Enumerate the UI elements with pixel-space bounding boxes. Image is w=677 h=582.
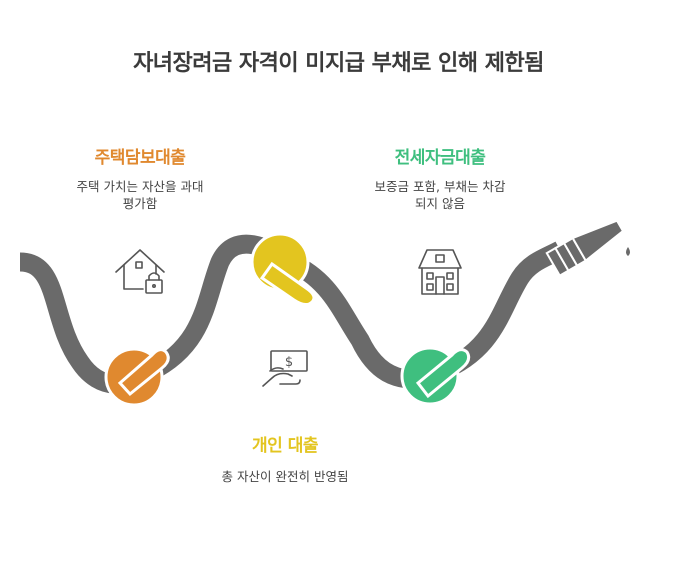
hand-money-icon: $ (262, 350, 308, 387)
mortgage-heading: 주택담보대출 (94, 148, 186, 168)
personal-heading: 개인 대출 (252, 436, 318, 456)
mortgage-knot (104, 347, 170, 407)
page-title: 자녀장려금 자격이 미지급 부채로 인해 제한됨 (133, 51, 544, 76)
building-icon (418, 249, 462, 295)
mortgage-description: 주택 가치는 자산을 과대 평가함 (76, 179, 204, 211)
house-lock-icon (115, 249, 165, 294)
hose-nozzle-icon (545, 219, 630, 277)
personal-knot (250, 232, 316, 307)
jeonse-description: 보증금 포함, 부채는 차감 되지 않음 (374, 179, 506, 211)
jeonse-heading: 전세자금대출 (394, 148, 486, 168)
personal-description: 총 자산이 완전히 반영됨 (221, 469, 349, 484)
svg-text:$: $ (285, 355, 293, 370)
jeonse-knot (400, 346, 471, 406)
